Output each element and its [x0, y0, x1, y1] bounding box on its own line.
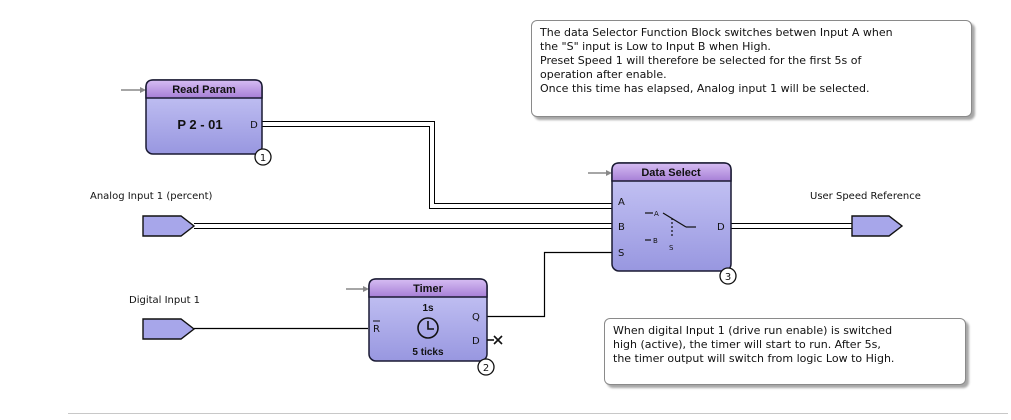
digital-input-connector[interactable] — [142, 318, 196, 340]
data-select-input-a: A — [618, 197, 625, 208]
wire-read-param-to-a — [262, 121, 612, 209]
read-param-title: Read Param — [172, 84, 236, 96]
timer-time-value: 1s — [422, 303, 434, 314]
data-select-title: Data Select — [641, 167, 701, 179]
timer-block[interactable]: Timer 1s 5 ticks R Q D 2 — [346, 278, 503, 376]
switch-symbol — [645, 212, 696, 241]
note-line: The data Selector Function Block switche… — [540, 26, 893, 39]
switch-label-s: S — [669, 244, 674, 252]
wire-timer-q-to-s — [487, 251, 612, 318]
user-speed-reference-connector[interactable] — [851, 215, 904, 237]
timer-input-r: R — [373, 324, 380, 335]
note-line: high (active), the timer will start to r… — [613, 338, 881, 351]
data-select-number-badge: 3 — [725, 272, 731, 283]
note-timer: When digital Input 1 (drive run enable) … — [604, 318, 966, 385]
timer-output-d: D — [472, 336, 480, 347]
analog-input-connector[interactable] — [142, 215, 196, 237]
read-param-value: P 2 - 01 — [177, 117, 222, 132]
data-select-input-b: B — [618, 222, 625, 233]
read-param-number-badge: 1 — [260, 153, 266, 164]
note-line: When digital Input 1 (drive run enable) … — [613, 324, 893, 337]
unconnected-output-x-icon — [487, 335, 503, 345]
note-line: Preset Speed 1 will therefore be selecte… — [540, 54, 862, 67]
divider — [68, 413, 1008, 414]
timer-ticks-value: 5 ticks — [412, 347, 444, 358]
analog-input-label: Analog Input 1 (percent) — [90, 191, 213, 202]
user-speed-reference-label: User Speed Reference — [810, 191, 921, 202]
data-select-output-d: D — [717, 222, 725, 233]
data-select-input-s: S — [618, 248, 624, 259]
note-line: the timer output will switch from logic … — [613, 352, 895, 365]
wire-analog-to-b — [194, 223, 612, 229]
note-data-select: The data Selector Function Block switche… — [531, 20, 972, 117]
read-param-block[interactable]: Read Param P 2 - 01 D 1 — [121, 79, 272, 166]
digital-input-label: Digital Input 1 — [129, 295, 200, 306]
note-line: the "S" input is Low to Input B when Hig… — [540, 40, 771, 53]
timer-number-badge: 2 — [483, 363, 489, 374]
timer-title: Timer — [413, 283, 443, 295]
switch-label-b: B — [653, 237, 658, 245]
clock-icon — [417, 317, 439, 339]
wire-data-select-to-output — [731, 223, 852, 229]
note-line: operation after enable. — [540, 68, 667, 81]
note-line: Once this time has elapsed, Analog input… — [540, 82, 870, 95]
read-param-output-d: D — [250, 120, 258, 131]
switch-label-a: A — [654, 210, 659, 218]
timer-output-q: Q — [472, 312, 480, 323]
data-select-block[interactable]: Data Select A B S D A B S 3 — [588, 162, 737, 285]
